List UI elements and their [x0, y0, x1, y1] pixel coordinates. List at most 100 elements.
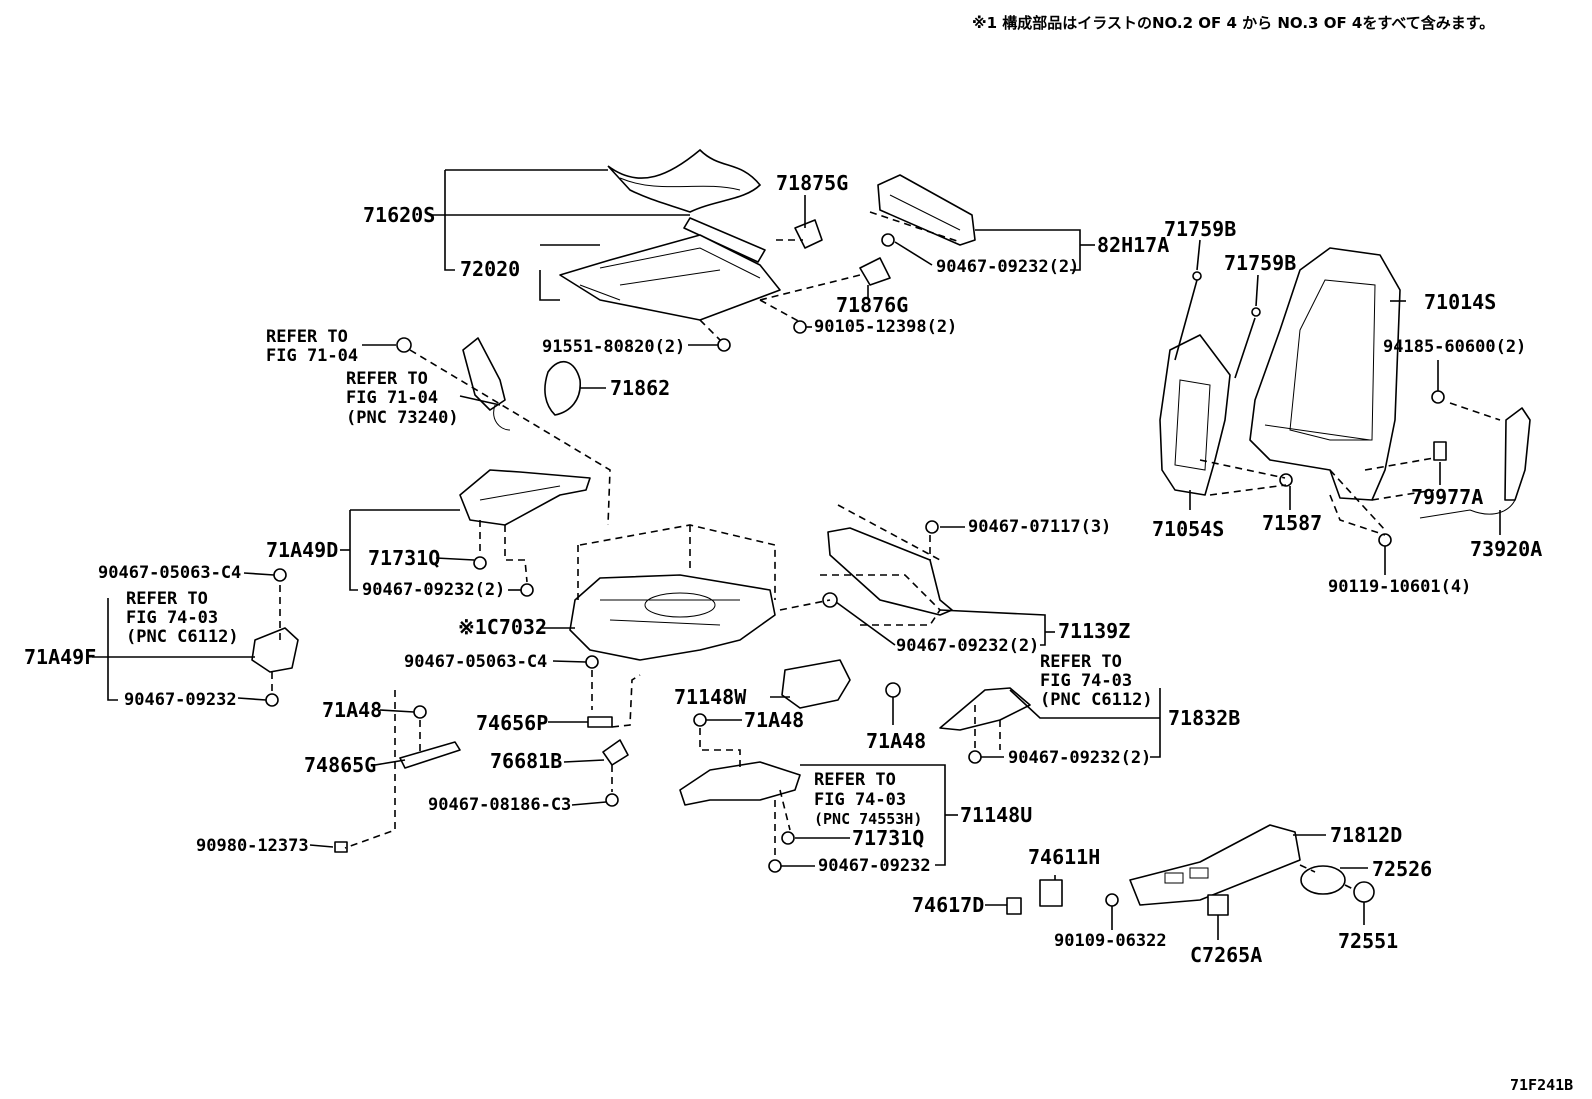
callout-71587[interactable]: 71587 [1262, 511, 1322, 535]
callout-82h17a[interactable]: 82H17A [1097, 233, 1169, 257]
callout-90109-06322[interactable]: 90109-06322 [1054, 931, 1167, 951]
figure-code: 71F241B [1510, 1076, 1573, 1094]
callout-74617d[interactable]: 74617D [912, 893, 984, 917]
ref3-line1: REFER TO [126, 589, 208, 609]
callout-90467-09232-2c[interactable]: 90467-09232(2) [896, 636, 1039, 656]
back-panel-71054s-part [1159, 334, 1231, 496]
callout-74611h[interactable]: 74611H [1028, 845, 1100, 869]
callout-90467-09232-b[interactable]: 90467-09232 [818, 856, 931, 876]
clip-90467-05063-b-icon [585, 655, 599, 669]
label-79977a-part [1433, 441, 1447, 461]
callout-71a48-c[interactable]: 71A48 [866, 729, 926, 753]
recliner-cover-71812d-part [1129, 824, 1301, 906]
callout-71875g[interactable]: 71875G [776, 171, 848, 195]
ref4-line2: FIG 74-03 [1040, 671, 1132, 691]
cover-71862-part [544, 360, 581, 416]
connector-c7265a-part [1207, 894, 1229, 916]
clip-90467-07117-icon [925, 520, 939, 534]
callout-76681b[interactable]: 76681B [490, 749, 562, 773]
callout-71832b[interactable]: 71832B [1168, 706, 1240, 730]
callout-90980-12373[interactable]: 90980-12373 [196, 836, 309, 856]
callout-71a49d[interactable]: 71A49D [266, 538, 338, 562]
callout-90467-09232-2a[interactable]: 90467-09232(2) [936, 257, 1079, 277]
seat-bar-part [683, 217, 766, 263]
callout-71139z[interactable]: 71139Z [1058, 619, 1130, 643]
callout-71759b-b[interactable]: 71759B [1224, 251, 1296, 275]
nut-91551-icon [717, 338, 731, 352]
callout-91551-80820[interactable]: 91551-80820(2) [542, 337, 685, 357]
callout-79977a[interactable]: 79977A [1411, 485, 1483, 509]
callout-74865g[interactable]: 74865G [304, 753, 376, 777]
callout-71a48-b[interactable]: 71A48 [744, 708, 804, 732]
seat-cushion-frame-part [559, 234, 781, 321]
bolt-90467-09232-b-icon [520, 583, 534, 597]
bolt-90467-09232-a-icon [265, 693, 279, 707]
callout-90467-07117[interactable]: 90467-07117(3) [968, 517, 1111, 537]
callout-90467-09232-2d[interactable]: 90467-09232(2) [1008, 748, 1151, 768]
seat-adjuster-c7032-part [569, 574, 776, 661]
cover-71148u-part [679, 761, 801, 806]
callout-labels: 71620S 72020 71875G 82H17A 90467-09232(2… [24, 171, 1542, 967]
rod-71759b-b [1234, 317, 1256, 379]
callout-72551[interactable]: 72551 [1338, 929, 1398, 953]
clip-74617d-part [1006, 897, 1022, 915]
rod-cap-b-icon [1251, 307, 1261, 317]
rail-82h17a-part [877, 174, 976, 246]
callout-71a48-a[interactable]: 71A48 [322, 698, 382, 722]
bolt-90105-icon [793, 320, 807, 334]
callout-72526[interactable]: 72526 [1372, 857, 1432, 881]
callout-90467-05063-c4-b[interactable]: 90467-05063-C4 [404, 652, 547, 672]
cap-72551-part [1353, 881, 1375, 903]
cover-71139z-part [827, 527, 953, 616]
callout-c7032[interactable]: ※1C7032 [458, 615, 547, 639]
callout-72020[interactable]: 72020 [460, 257, 520, 281]
callout-71812d[interactable]: 71812D [1330, 823, 1402, 847]
clip-71731q-a-icon [473, 556, 487, 570]
callout-90119-10601[interactable]: 90119-10601(4) [1328, 577, 1471, 597]
callout-71148w[interactable]: 71148W [674, 685, 747, 709]
nut-ref-71-04-icon [396, 337, 412, 353]
seat-wire-harness-part [607, 148, 762, 213]
bolt-90109-icon [1105, 893, 1119, 907]
callout-71759b-a[interactable]: 71759B [1164, 217, 1236, 241]
callout-71054s[interactable]: 71054S [1152, 517, 1224, 541]
belt-buckle-part [462, 337, 511, 431]
knob-72526-part [1300, 865, 1346, 895]
ref2-line2: FIG 71-04 [346, 388, 438, 408]
callout-74656p[interactable]: 74656P [476, 711, 548, 735]
refer-notes: REFER TO FIG 71-04 REFER TO FIG 71-04 (P… [126, 327, 1153, 828]
callout-90467-09232-a[interactable]: 90467-09232 [124, 690, 237, 710]
callout-71731q-b[interactable]: 71731Q [852, 826, 924, 850]
callout-71620s[interactable]: 71620S [363, 203, 435, 227]
clip-74656p-part [587, 716, 613, 728]
callout-90467-09232-2b[interactable]: 90467-09232(2) [362, 580, 505, 600]
rod-cap-a-icon [1192, 271, 1202, 281]
callout-c7265a[interactable]: C7265A [1190, 943, 1262, 967]
clip-90980-icon [334, 841, 348, 853]
callout-90467-08186-c3[interactable]: 90467-08186-C3 [428, 795, 571, 815]
callout-71148u[interactable]: 71148U [960, 803, 1032, 827]
callout-71876g[interactable]: 71876G [836, 293, 908, 317]
belt-73920a-part [1419, 407, 1531, 519]
callout-90105-12398[interactable]: 90105-12398(2) [814, 317, 957, 337]
screw-90467-08186-icon [605, 793, 619, 807]
callout-71a49f[interactable]: 71A49F [24, 645, 96, 669]
ref5-line2: FIG 74-03 [814, 790, 906, 810]
bolt-90467-09232-e-icon [768, 859, 782, 873]
ref5-line3: (PNC 74553H) [814, 810, 922, 828]
seat-back-frame-71014s-part [1249, 247, 1401, 501]
clip-71a48-c-icon [885, 682, 901, 698]
callout-71014s[interactable]: 71014S [1424, 290, 1496, 314]
ref1-line2: FIG 71-04 [266, 346, 358, 366]
callout-71862[interactable]: 71862 [610, 376, 670, 400]
clip-71731q-b-icon [781, 831, 795, 845]
callout-71731q-a[interactable]: 71731Q [368, 546, 440, 570]
callout-94185-60600[interactable]: 94185-60600(2) [1383, 337, 1526, 357]
callout-73920a[interactable]: 73920A [1470, 537, 1542, 561]
callout-90467-05063-c4-a[interactable]: 90467-05063-C4 [98, 563, 241, 583]
ref2-line3: (PNC 73240) [346, 408, 459, 428]
bolt-90119-icon [1378, 533, 1392, 547]
bracket-74865g-part [399, 741, 461, 769]
ref4-line1: REFER TO [1040, 652, 1122, 672]
